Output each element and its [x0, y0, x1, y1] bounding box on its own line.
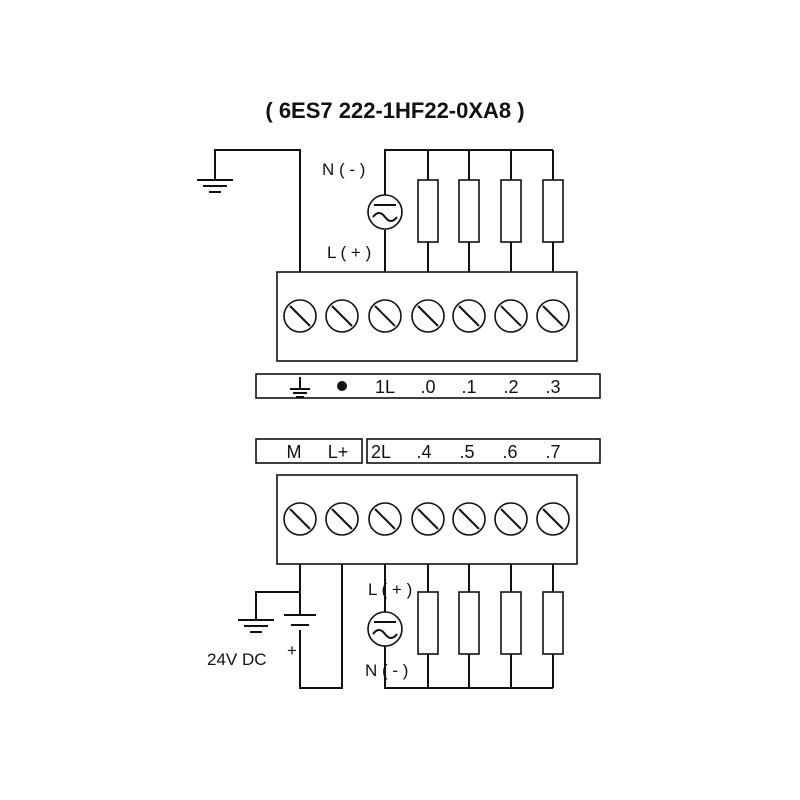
bottom-source-pos-label: L ( + ): [368, 580, 412, 599]
top-label-strip: [255, 373, 601, 399]
screw-terminal-icon: [283, 299, 317, 333]
bottom-label-strip-left: [255, 438, 363, 464]
screw-terminal-icon: [368, 299, 402, 333]
top-loads: [417, 150, 564, 272]
strip-label-4: .4: [416, 442, 431, 462]
load-resistor-icon: [500, 564, 522, 688]
load-resistor-icon: [458, 564, 480, 688]
screw-terminal-icon: [325, 299, 359, 333]
ground-icon: [238, 619, 274, 633]
strip-label-0: .0: [420, 377, 435, 397]
top-ac-source: [384, 149, 553, 272]
screw-terminal-icon: [452, 299, 486, 333]
load-resistor-icon: [417, 564, 439, 688]
strip-label-5: .5: [459, 442, 474, 462]
dc-battery-icon: [284, 614, 316, 626]
dc-plus-label: +: [287, 641, 297, 660]
screw-terminal-icon: [411, 502, 445, 536]
top-source-neg-label: N ( - ): [322, 160, 365, 179]
screw-terminal-icon: [452, 502, 486, 536]
module-title: ( 6ES7 222-1HF22-0XA8 ): [265, 98, 524, 123]
dc-voltage-label: 24V DC: [207, 650, 267, 669]
top-screw-terminals: [283, 299, 570, 333]
strip-label-2l: 2L: [371, 442, 391, 462]
top-ground-wire: [214, 149, 301, 272]
screw-terminal-icon: [325, 502, 359, 536]
ground-icon: [290, 377, 310, 398]
load-resistor-icon: [458, 150, 480, 272]
screw-terminal-icon: [283, 502, 317, 536]
screw-terminal-icon: [494, 299, 528, 333]
load-resistor-icon: [417, 150, 439, 272]
bottom-source-neg-label: N ( - ): [365, 661, 408, 680]
dc-supply-wiring: [255, 564, 343, 689]
bottom-screw-terminals: [283, 502, 570, 536]
strip-label-2: .2: [503, 377, 518, 397]
ac-source-icon: [367, 194, 403, 230]
ac-source-icon: [367, 611, 403, 647]
strip-label-7: .7: [545, 442, 560, 462]
ground-icon: [197, 179, 233, 193]
bottom-label-strip-right: [366, 438, 601, 464]
screw-terminal-icon: [536, 299, 570, 333]
strip-label-6: .6: [502, 442, 517, 462]
strip-label-1: .1: [461, 377, 476, 397]
top-source-pos-label: L ( + ): [327, 243, 371, 262]
strip-label-3: .3: [545, 377, 560, 397]
screw-terminal-icon: [494, 502, 528, 536]
load-resistor-icon: [542, 150, 564, 272]
load-resistor-icon: [542, 564, 564, 688]
strip-label-m: M: [287, 442, 302, 462]
screw-terminal-icon: [411, 299, 445, 333]
bottom-ac-source: [384, 564, 553, 689]
screw-terminal-icon: [536, 502, 570, 536]
screw-terminal-icon: [368, 502, 402, 536]
load-resistor-icon: [500, 150, 522, 272]
strip-label-lplus: L+: [328, 442, 349, 462]
bottom-loads: [417, 564, 564, 688]
dot-marker: [337, 381, 347, 391]
strip-label-1l: 1L: [375, 377, 395, 397]
